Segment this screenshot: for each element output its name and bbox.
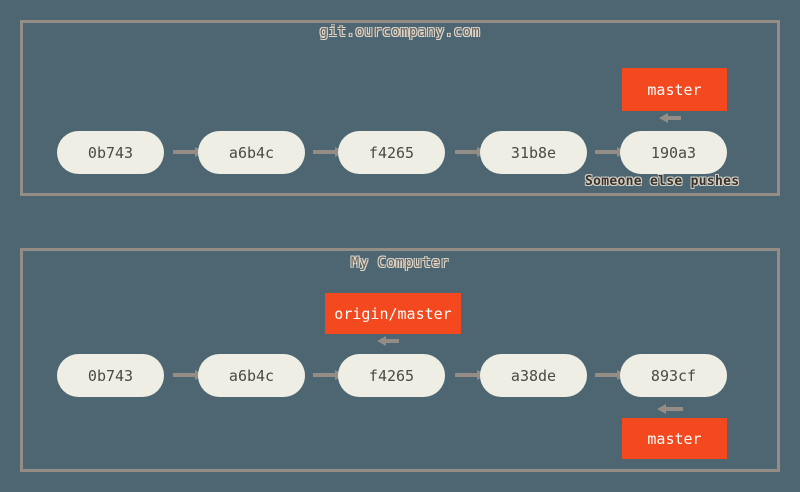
branch-label-master[interactable]: master	[622, 68, 727, 111]
panel-local-title: My Computer	[350, 255, 450, 271]
commit-node[interactable]: 190a3	[620, 131, 727, 174]
commit-node[interactable]: f4265	[338, 354, 445, 397]
commit-node[interactable]: 31b8e	[480, 131, 587, 174]
branch-label-master[interactable]: master	[622, 418, 727, 459]
panel-remote-repository	[20, 20, 780, 196]
branch-label-origin-master[interactable]: origin/master	[325, 293, 461, 334]
commit-node[interactable]: 893cf	[620, 354, 727, 397]
commit-node[interactable]: 0b743	[57, 131, 164, 174]
panel-remote-title: git.ourcompany.com	[319, 24, 481, 40]
commit-node[interactable]: a6b4c	[198, 131, 305, 174]
commit-node[interactable]: a38de	[480, 354, 587, 397]
annotation-someone-else-pushes: Someone else pushes	[585, 174, 740, 189]
commit-node[interactable]: 0b743	[57, 354, 164, 397]
commit-node[interactable]: f4265	[338, 131, 445, 174]
commit-node[interactable]: a6b4c	[198, 354, 305, 397]
panel-local-repository	[20, 248, 780, 472]
